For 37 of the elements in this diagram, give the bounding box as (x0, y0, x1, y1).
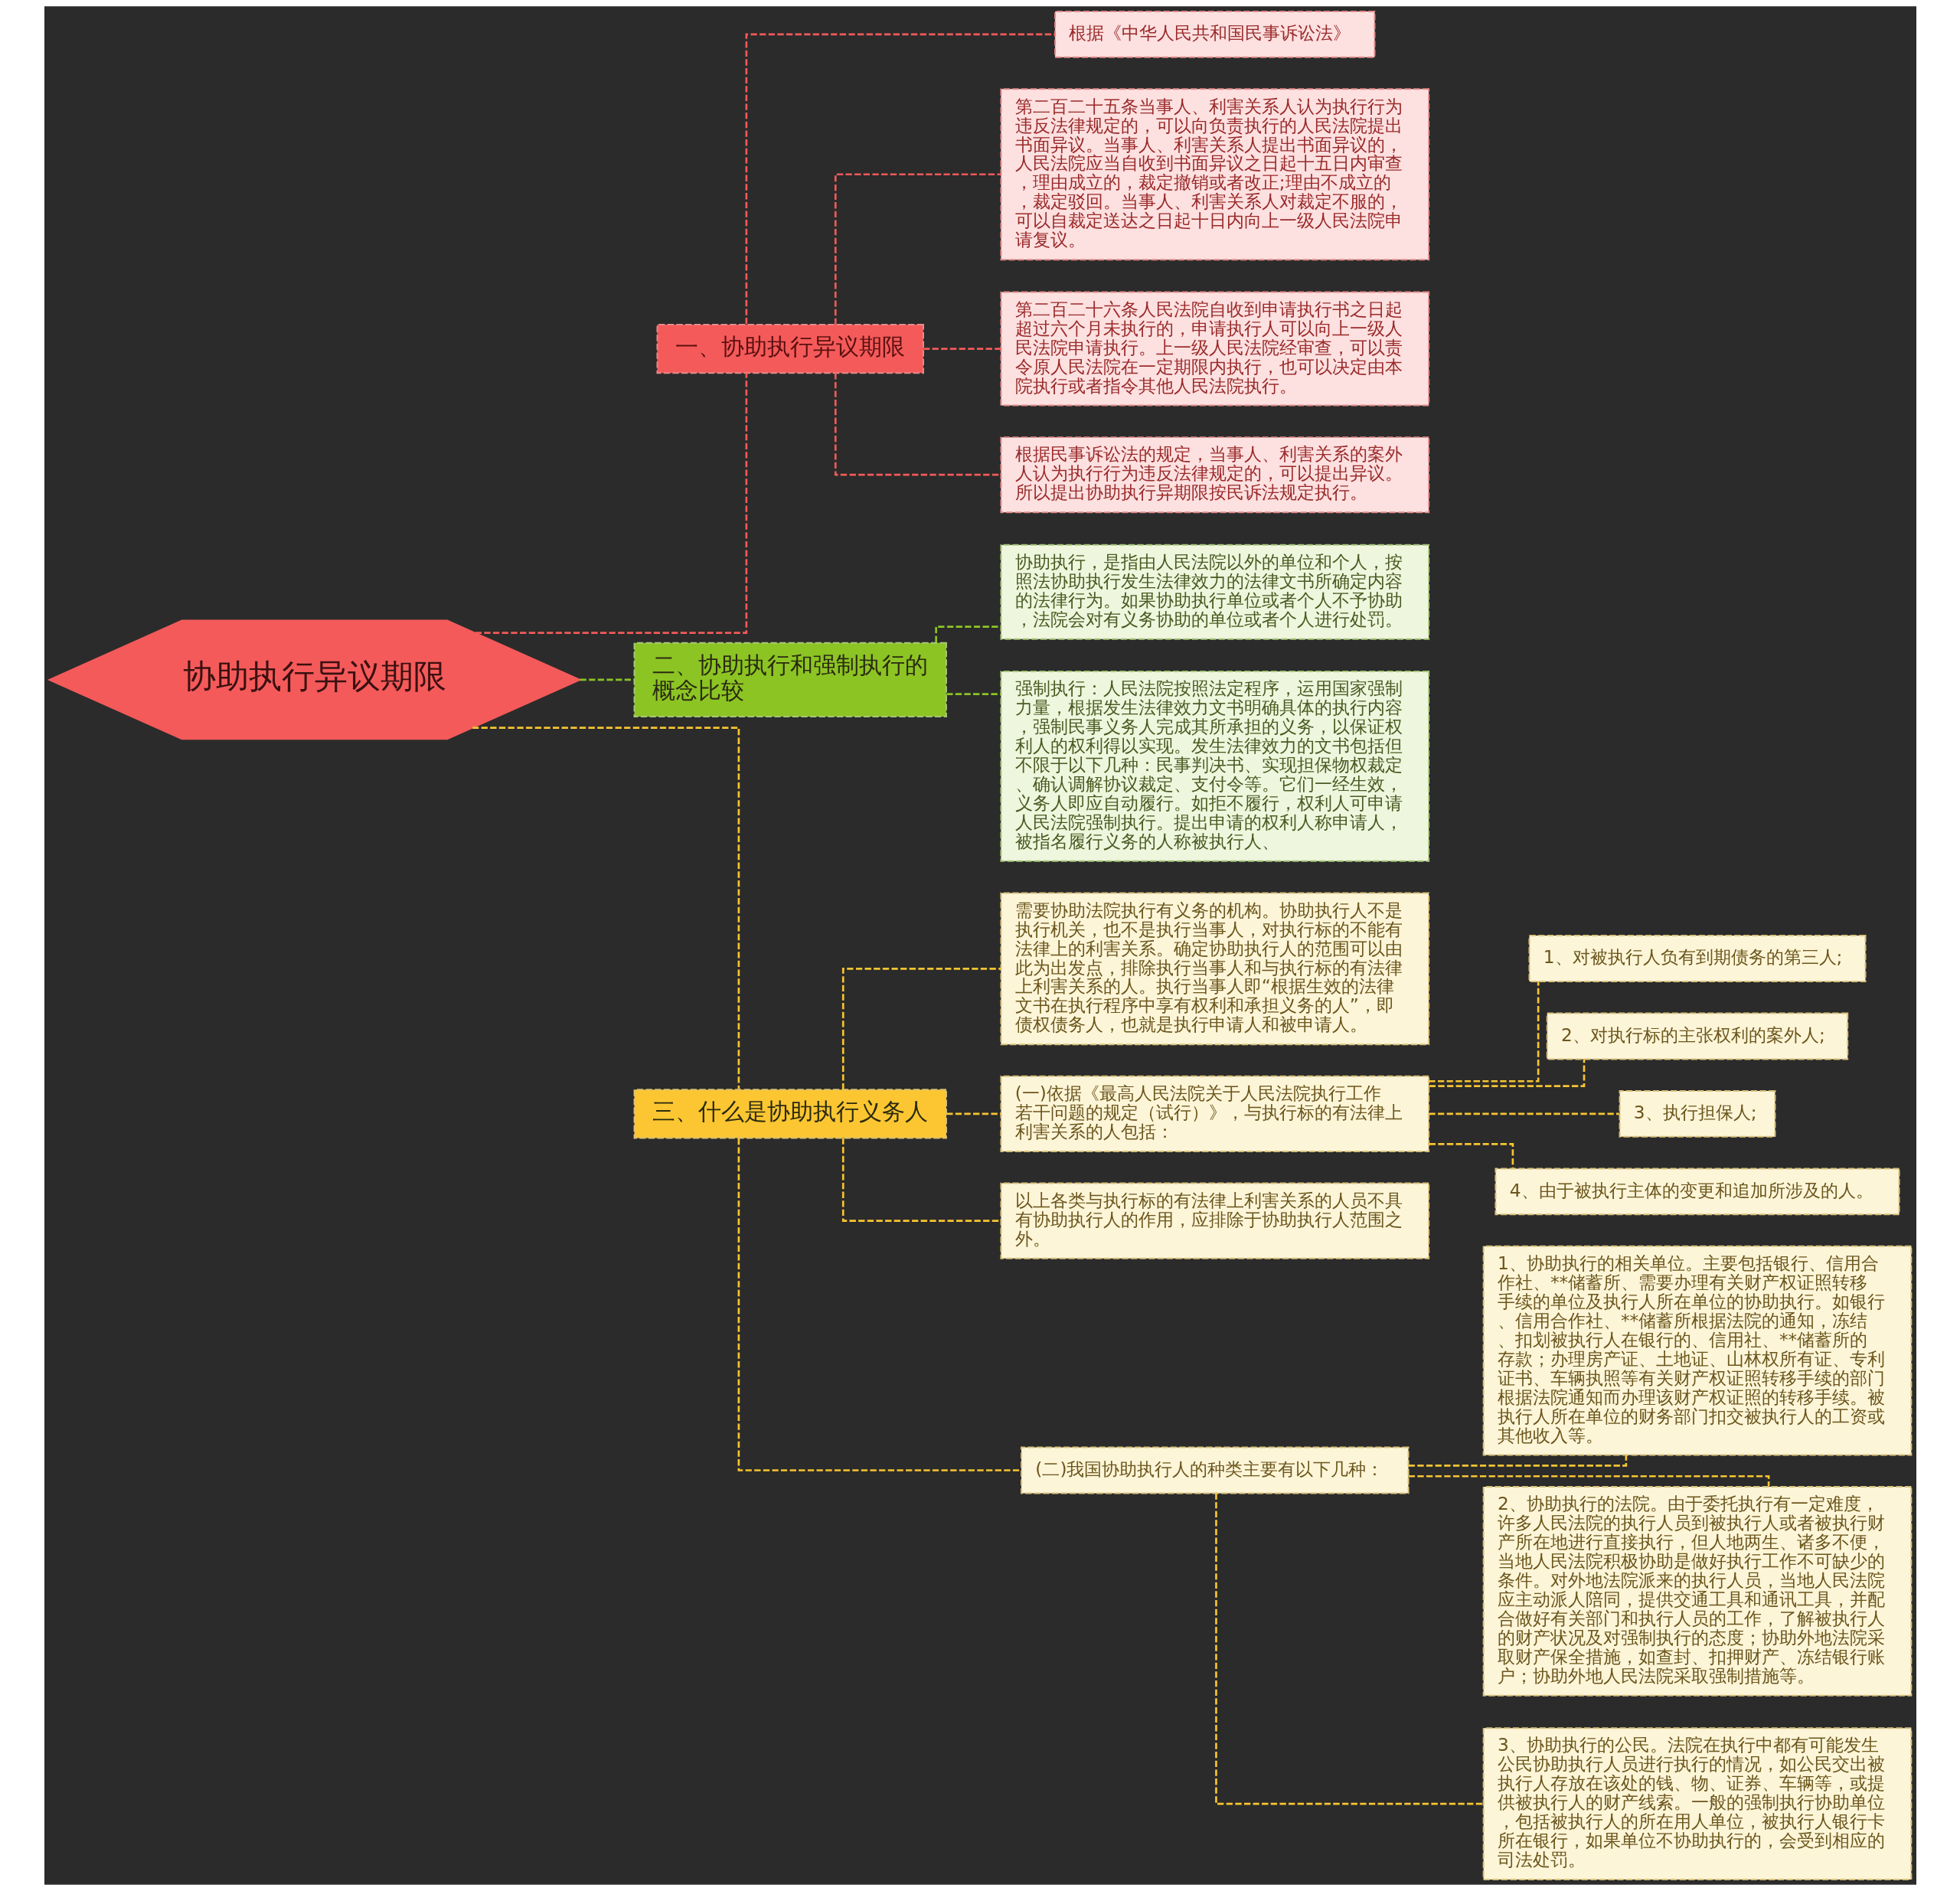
connector (737, 1138, 1021, 1471)
node-box: 2、协助执行的法院。由于委托执行有一定难度，许多人民法院的执行人员到被执行人或者被执行财产所在地进行直接执行，但人地两生、诸多不便，当地人民法院积极协助是做好执行工作不可缺少的条件。对外地法院派来的执行人员，当地人民法院应主动派人陪同，提供交通工具和通讯工具，并配合做好有关部门和执行人员的工作，了解被执行人的财产状况及对强制执行的态度；协助外地法院采取财产保全措施，如查封、扣押财产、冻结银行账户；协助外地人民法院采取强制措施等。 (1482, 1486, 1912, 1697)
node-box: 二、协助执行和强制执行的概念比较 (633, 642, 947, 718)
connector (834, 373, 1001, 476)
node-box: 以上各类与执行标的有法律上利害关系的人员不具有协助执行人的作用，应排除于协助执行人范围之外。 (999, 1182, 1429, 1259)
connector (834, 173, 1001, 325)
node-box: (二)我国协助执行人的种类主要有以下几种： (1020, 1446, 1410, 1494)
node-box: 4、由于被执行主体的变更和追加所涉及的人。 (1494, 1168, 1900, 1216)
node-box: 1、协助执行的相关单位。主要包括银行、信用合作社、**储蓄所、需要办理有关财产权证照转移手续的单位及执行人所在单位的协助执行。如银行、信用合作社、**储蓄所根据法院的通知，冻结、扣划被执行人在银行的、信用社、**储蓄所的存款；办理房产证、土地证、山林权所有证、专利证书、车辆执照等有关财产权证照转移手续的部门根据法院通知而办理该财产权证照的转移手续。被执行人所在单位的财务部门扣交被执行人的工资或其他收入等。 (1482, 1245, 1912, 1456)
node-box: (一)依据《最高人民法院关于人民法院执行工作若干问题的规定（试行）》，与执行标的有法律上利害关系的人包括： (999, 1075, 1429, 1152)
node-box: 需要协助法院执行有义务的机构。协助执行人不是执行机关，也不是执行当事人，对执行标的不能有法律上的利害关系。确定协助执行人的范围可以由此为出发点，排除执行当事人和与执行标的有法律上利害关系的人。执行当事人即“根据生效的法律文书在执行程序中享有权利和承担义务的人”，即债权债务人，也就是执行申请人和被申请人。 (999, 892, 1429, 1046)
connector (475, 373, 747, 634)
connector (579, 678, 634, 681)
connector (946, 693, 1001, 695)
connector (1408, 1475, 1769, 1487)
connector (946, 1112, 1001, 1115)
node-box: 2、对执行标的主张权利的案外人; (1546, 1012, 1848, 1060)
connector (841, 968, 1001, 1090)
node-box: 强制执行：人民法院按照法定程序，运用国家强制力量，根据发生法律效力文书明确具体的执行内容，强制民事义务人完成其所承担的义务，以保证权利人的权利得以实现。发生法律效力的文书包括但不限于以下几种：民事判决书、实现担保物权裁定、确认调解协议裁定、支付令等。它们一经生效，义务人即应自动履行。如拒不履行，权利人可申请人民法院强制执行。提出申请的权利人称申请人，被指名履行义务的人称被执行人、 (999, 671, 1429, 862)
connector (923, 348, 1001, 350)
node-box: 第二百二十六条人民法院自收到申请执行书之日起超过六个月未执行的，申请执行人可以向上一级人民法院申请执行。上一级人民法院经审查，可以责令原人民法院在一定期限内执行，也可以决定由本院执行或者指令其他人民法院执行。 (999, 291, 1429, 407)
node-box: 3、协助执行的公民。法院在执行中都有可能发生公民协助执行人员进行执行的情况，如公民交出被执行人存放在该处的钱、物、证券、车辆等，或提供被执行人的财产线索。一般的强制执行协助单位，包括被执行人的所在用人单位，被执行人银行卡所在银行，如果单位不协助执行的，会受到相应的司法处罚。 (1482, 1727, 1912, 1881)
node-box: 3、执行担保人; (1619, 1090, 1775, 1138)
node-box: 根据民事诉讼法的规定，当事人、利害关系的案外人认为执行行为违反法律规定的，可以提出异议。所以提出协助执行异期限按民诉法规定执行。 (999, 436, 1429, 514)
node-box: 一、协助执行异议期限 (656, 323, 924, 374)
node-box: 协助执行，是指由人民法院以外的单位和个人，按照法协助执行发生法律效力的法律文书所确定内容的法律行为。如果协助执行单位或者个人不予协助，法院会对有义务协助的单位或者个人进行处罚。 (999, 544, 1429, 640)
node-box: 第二百二十五条当事人、利害关系人认为执行行为违反法律规定的，可以向负责执行的人民法院提出书面异议。当事人、利害关系人提出书面异议的，人民法院应当自收到书面异议之日起十五日内审查，理由成立的，裁定撤销或者改正;理由不成立的，裁定驳回。当事人、利害关系人对裁定不服的，可以自裁定送达之日起十日内向上一级人民法院申请复议。 (999, 88, 1429, 261)
node-box: 根据《中华人民共和国民事诉讼法》 (1054, 10, 1375, 58)
node-box: 三、什么是协助执行义务人 (633, 1089, 947, 1139)
connector (1408, 1455, 1627, 1467)
node-box: 1、对被执行人负有到期债务的第三人; (1528, 935, 1866, 982)
connector (1428, 981, 1539, 1083)
connector (841, 1138, 1001, 1222)
connector (745, 33, 1055, 325)
connector (472, 727, 740, 1089)
connector (1428, 1112, 1619, 1115)
connector (1214, 1493, 1483, 1805)
